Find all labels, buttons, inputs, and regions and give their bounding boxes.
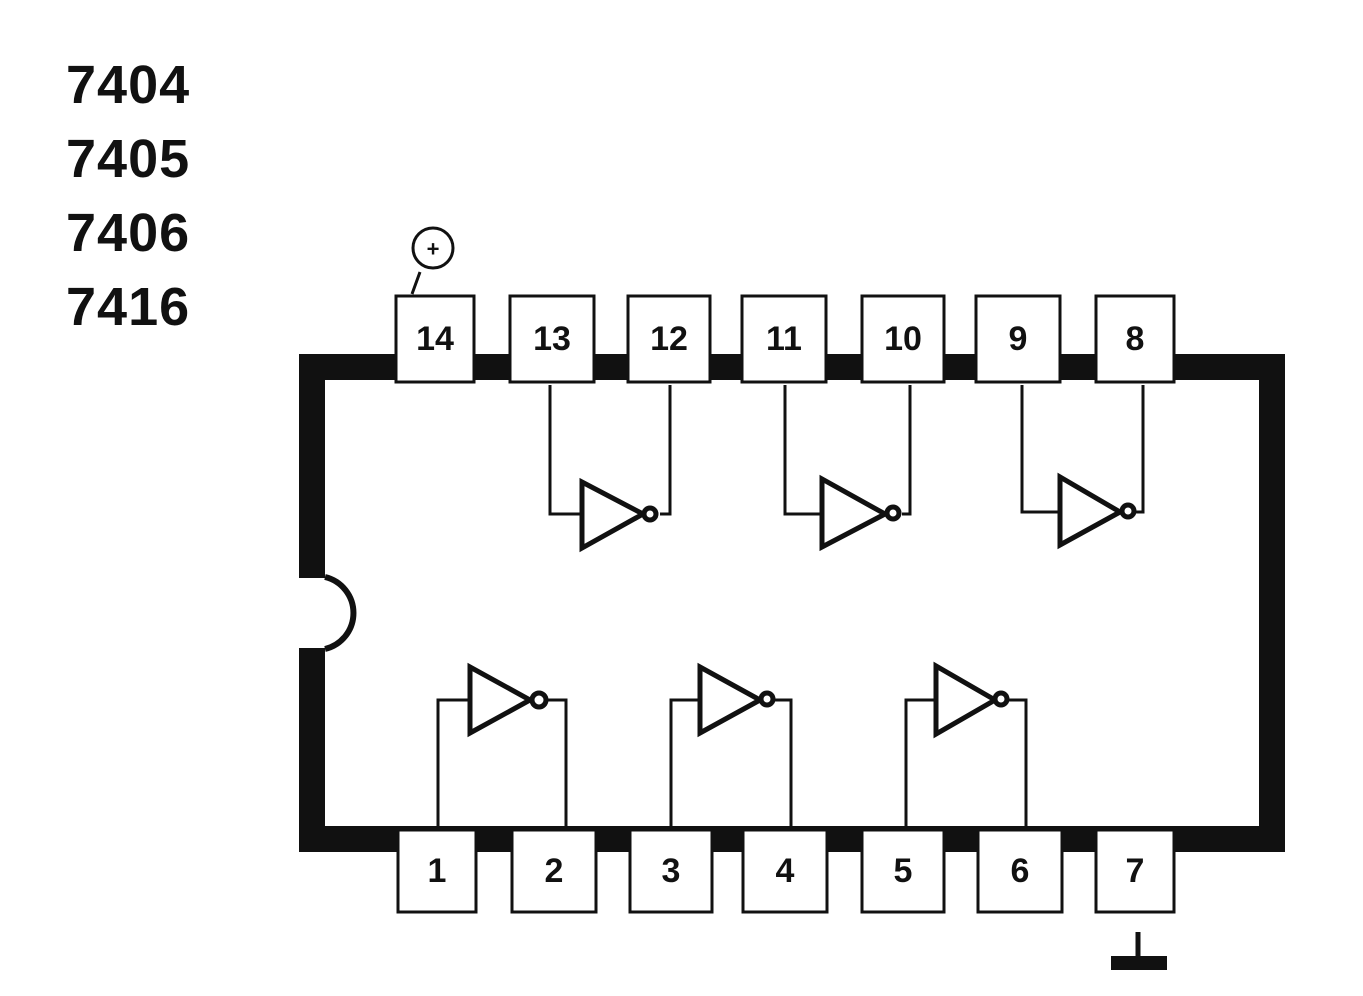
- vcc-symbol: +: [427, 237, 440, 262]
- pin-7: 7: [1094, 828, 1176, 914]
- pin-3: 3: [628, 828, 714, 914]
- pin-box: [1094, 294, 1176, 384]
- pin-box: [740, 294, 828, 384]
- pin-12: 12: [626, 294, 712, 384]
- ground-bar: [1111, 956, 1167, 970]
- pin-box: [741, 828, 829, 914]
- pin-number-label: 8: [1126, 320, 1145, 358]
- pin-box: [508, 294, 596, 384]
- pin-1: 1: [396, 828, 478, 914]
- pin-4: 4: [741, 828, 829, 914]
- pin-number-label: 1: [428, 852, 447, 890]
- pin-box: [976, 828, 1064, 914]
- pin-number-label: 9: [1009, 320, 1028, 358]
- wire-gate-pin2: [546, 698, 568, 830]
- vcc-leader-line: [410, 271, 422, 295]
- pin-2: 2: [510, 828, 598, 914]
- vcc-circle: [411, 226, 455, 270]
- inverter-gate-4: [467, 662, 549, 738]
- pin-box: [394, 294, 476, 384]
- pin-number-label: 13: [533, 320, 571, 358]
- pin-number-label: 2: [545, 852, 564, 890]
- pin-box: [860, 294, 946, 384]
- pin-number-label: 12: [650, 320, 688, 358]
- wire-gate-pin4: [774, 698, 793, 830]
- part-number-7416: 7416: [66, 277, 191, 337]
- wire-gate-pin10: [902, 385, 912, 516]
- pin-9: 9: [974, 294, 1062, 384]
- part-number-7404: 7404: [66, 55, 191, 115]
- wire-gate-pin6: [1008, 698, 1028, 830]
- pin-5: 5: [860, 828, 946, 914]
- inverter-gates: [467, 472, 1137, 739]
- inverter-gate-6: [933, 661, 1010, 739]
- pin-box: [510, 828, 598, 914]
- vcc-marker: +: [410, 226, 455, 295]
- pin-10: 10: [860, 294, 946, 384]
- ground-symbol: [1111, 932, 1167, 970]
- pin-box: [396, 828, 478, 914]
- internal-wiring: [436, 385, 1145, 830]
- pin-number-label: 5: [894, 852, 913, 890]
- pin-box: [628, 828, 714, 914]
- top-pin-row: 14 13 12 11 10 9 8: [394, 294, 1176, 384]
- pin-number-label: 7: [1126, 852, 1145, 890]
- part-number-7406: 7406: [66, 203, 191, 263]
- pin-box: [860, 828, 946, 914]
- pin-box: [1094, 828, 1176, 914]
- wire-pin11-gate: [783, 385, 822, 516]
- pin-8: 8: [1094, 294, 1176, 384]
- wire-pin1-gate: [436, 698, 470, 830]
- pin-number-label: 3: [662, 852, 681, 890]
- inverter-gate-5: [697, 662, 776, 738]
- pin-number-label: 11: [766, 320, 802, 358]
- inverter-gate-3: [1057, 472, 1137, 550]
- pin-number-label: 4: [776, 852, 795, 890]
- wire-pin13-gate: [548, 385, 582, 516]
- pin-6: 6: [976, 828, 1064, 914]
- wire-pin9-gate: [1020, 385, 1060, 514]
- pin-number-label: 14: [416, 320, 454, 358]
- pin-14: 14: [394, 294, 476, 384]
- part-number-7405: 7405: [66, 129, 191, 189]
- orientation-notch: [324, 574, 357, 652]
- wire-gate-pin12: [660, 385, 672, 516]
- bottom-pin-row: 1 2 3 4 5 6 7: [396, 828, 1176, 914]
- pin-number-label: 6: [1011, 852, 1030, 890]
- wire-pin3-gate: [669, 698, 700, 830]
- pin-11: 11: [740, 294, 828, 384]
- inverter-gate-2: [819, 474, 902, 552]
- pin-box: [626, 294, 712, 384]
- pin-number-label: 10: [884, 320, 922, 358]
- pin-box: [974, 294, 1062, 384]
- pin-13: 13: [508, 294, 596, 384]
- wire-pin5-gate: [904, 698, 936, 830]
- inverter-gate-1: [579, 477, 659, 553]
- wire-gate-pin8: [1136, 385, 1145, 514]
